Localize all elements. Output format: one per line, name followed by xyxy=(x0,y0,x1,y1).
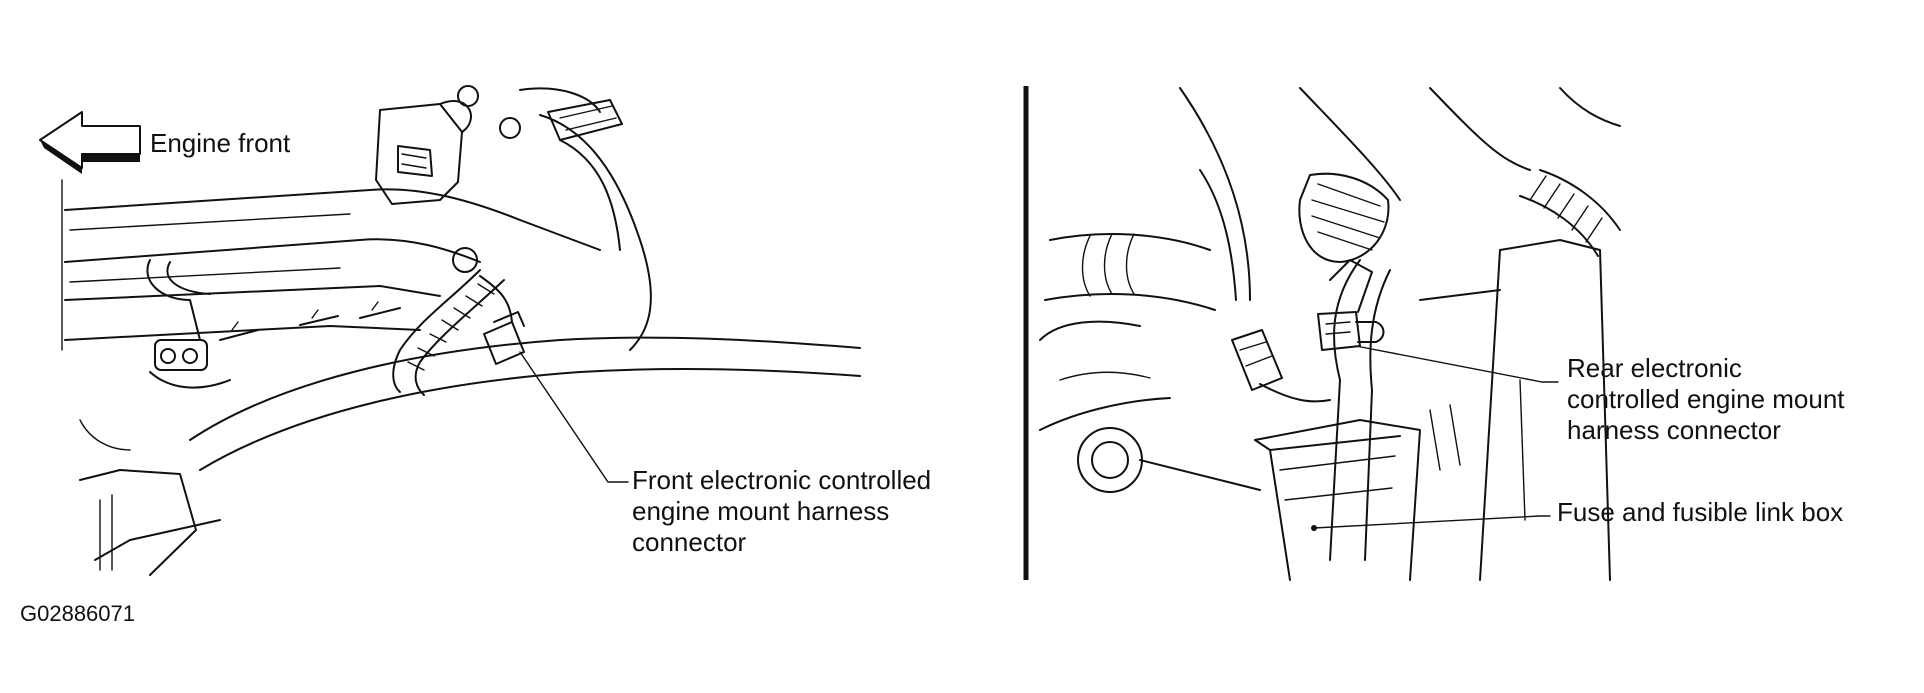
front-connector-label-line-2: engine mount harness xyxy=(632,496,890,526)
rear-connector-label-line-2: controlled engine mount xyxy=(1567,384,1845,414)
front-connector-label-line-1: Front electronic controlled xyxy=(632,465,932,495)
left-engine-illustration xyxy=(61,85,861,576)
engine-front-arrow-icon xyxy=(39,111,141,174)
right-engine-illustration xyxy=(1039,87,1621,581)
rear-connector-label-line-3: harness connector xyxy=(1567,415,1781,445)
front-connector-label-line-3: connector xyxy=(632,527,747,557)
rear-connector-label: Rear electronic controlled engine mount … xyxy=(1567,353,1845,446)
front-connector-label: Front electronic controlled engine mount… xyxy=(632,465,931,558)
rear-connector-label-line-1: Rear electronic xyxy=(1567,353,1742,383)
fuse-box-label: Fuse and fusible link box xyxy=(1557,497,1844,527)
engine-front-label: Engine front xyxy=(150,128,291,158)
figure-code: G02886071 xyxy=(20,601,135,626)
